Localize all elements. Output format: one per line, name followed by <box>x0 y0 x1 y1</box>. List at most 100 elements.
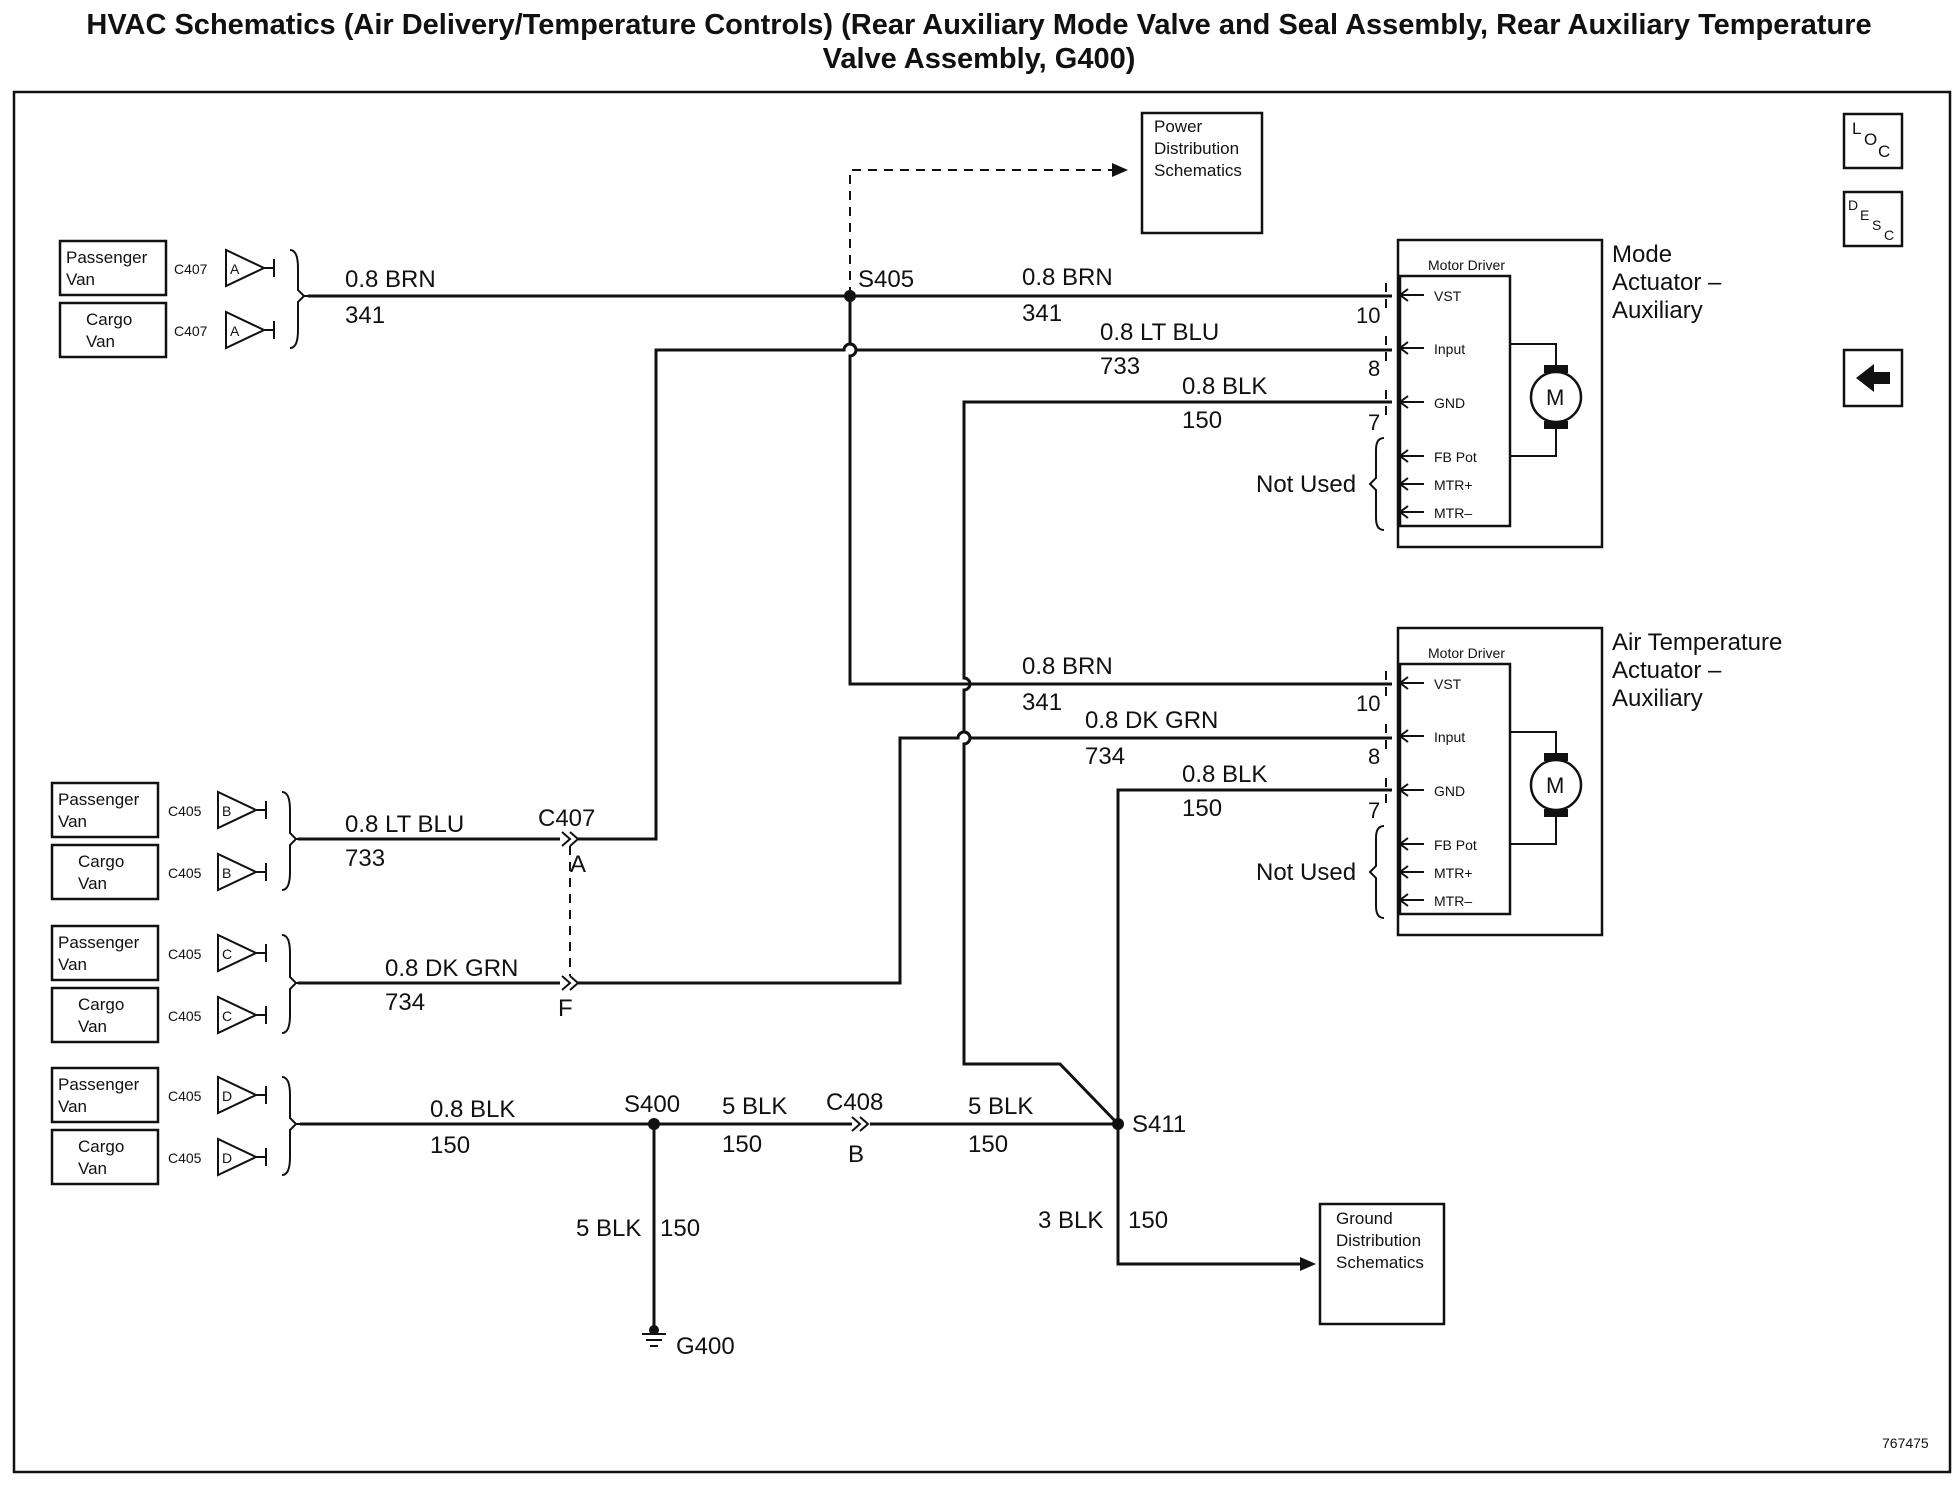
svg-text:E: E <box>1860 207 1869 223</box>
not-used-brace <box>1368 437 1385 531</box>
pin-label: Input <box>1434 729 1465 745</box>
vehicle-label: Passenger <box>58 933 140 952</box>
page-title: HVAC Schematics (Air Delivery/Temperatur… <box>0 8 1958 76</box>
diagram-frame <box>12 90 1952 1474</box>
wire-ltblu-733 <box>578 342 1392 841</box>
vehicle-box <box>50 1066 160 1124</box>
connector-pin-label: B <box>222 803 231 819</box>
vehicle-label: Van <box>58 955 87 974</box>
circuit-label: 150 <box>1182 795 1222 822</box>
motor-label: M <box>1546 385 1564 410</box>
actuator-title: Mode <box>1612 241 1672 268</box>
vehicle-label: Passenger <box>58 790 140 809</box>
actuator-title: Air Temperature <box>1612 629 1782 656</box>
svg-text:Schematics: Schematics <box>1336 1253 1424 1272</box>
ground-symbol-icon <box>642 1325 666 1347</box>
vehicle-label: Van <box>78 874 107 893</box>
wire-label: 0.8 BLK <box>1182 761 1267 788</box>
connector-pin-label: A <box>570 851 586 878</box>
wire-blk-150-mode <box>962 400 1392 1126</box>
vehicle-label: Cargo <box>78 852 124 871</box>
loc-icon[interactable]: LOC <box>1842 112 1904 170</box>
vehicle-box <box>50 843 160 901</box>
pin-label: GND <box>1434 783 1465 799</box>
pin-label: Input <box>1434 341 1465 357</box>
connector-label: C405 <box>168 865 202 881</box>
wire-label: 0.8 LT BLU <box>1100 319 1219 346</box>
wire-label: 0.8 BRN <box>1022 653 1113 680</box>
wire-label: 0.8 BRN <box>1022 264 1113 291</box>
connector-label: C405 <box>168 946 202 962</box>
circuit-label: 734 <box>385 989 425 1016</box>
connector-label: C405 <box>168 1088 202 1104</box>
connector-pin-label: D <box>222 1088 232 1104</box>
pin-label: GND <box>1434 395 1465 411</box>
connector-pin-label: A <box>230 323 240 339</box>
not-used-brace <box>1368 825 1385 919</box>
power-distribution-reference[interactable]: Power Distribution Schematics <box>1140 111 1264 235</box>
vehicle-label: Van <box>58 812 87 831</box>
connector-c407-inline: C407 A F <box>538 805 595 1022</box>
motor-driver-label: Motor Driver <box>1428 257 1505 273</box>
pin-label: MTR+ <box>1434 477 1473 493</box>
pin-label: MTR– <box>1434 505 1472 521</box>
power-reference-link <box>849 169 1120 296</box>
vehicle-label: Van <box>86 332 115 351</box>
svg-text:O: O <box>1864 130 1877 149</box>
svg-text:L: L <box>1852 119 1861 138</box>
circuit-label: 341 <box>1022 300 1062 327</box>
circuit-label: 150 <box>1182 407 1222 434</box>
actuator-title: Actuator – <box>1612 657 1722 684</box>
vehicle-label: Cargo <box>86 310 132 329</box>
connector-pin-label: B <box>222 865 231 881</box>
splice-s400-label: S400 <box>624 1091 680 1118</box>
svg-text:Distribution: Distribution <box>1154 139 1239 158</box>
actuator-title: Auxiliary <box>1612 297 1703 324</box>
wire-label: 0.8 BRN <box>345 266 436 293</box>
vehicle-label: Van <box>66 270 95 289</box>
connector-label: C405 <box>168 803 202 819</box>
circuit-label: 150 <box>968 1131 1008 1158</box>
circuit-label: 341 <box>345 302 385 329</box>
circuit-label: 734 <box>1085 743 1125 770</box>
svg-text:C: C <box>1884 227 1894 243</box>
ground-distribution-reference[interactable]: Ground Distribution Schematics <box>1318 1202 1446 1326</box>
vehicle-label: Van <box>78 1159 107 1178</box>
connector-triangle-icon <box>217 995 259 1035</box>
pin-label: VST <box>1434 288 1462 304</box>
connector-triangle-icon <box>225 310 267 350</box>
back-arrow-icon[interactable] <box>1842 348 1904 408</box>
connector-pin-label: F <box>558 995 573 1022</box>
circuit-label: 150 <box>722 1131 762 1158</box>
splice-s405-label: S405 <box>858 266 914 293</box>
title-line-1: HVAC Schematics (Air Delivery/Temperatur… <box>86 9 1872 41</box>
vehicle-label: Van <box>78 1017 107 1036</box>
pin-number: 8 <box>1368 744 1380 769</box>
connector-triangle-icon <box>217 790 259 830</box>
connector-label: C405 <box>168 1008 202 1024</box>
connector-c407-label: C407 <box>538 805 595 832</box>
pin-number: 8 <box>1368 356 1380 381</box>
connector-pin-label: B <box>848 1141 864 1168</box>
ground-g400-label: G400 <box>676 1333 735 1360</box>
figure-id: 767475 <box>1882 1435 1929 1451</box>
vehicle-box <box>58 239 168 297</box>
wire-label: 5 BLK <box>722 1093 787 1120</box>
vehicle-label: Van <box>58 1097 87 1116</box>
svg-text:Distribution: Distribution <box>1336 1231 1421 1250</box>
pin-label: FB Pot <box>1434 837 1477 853</box>
connector-triangle-icon <box>217 1075 259 1115</box>
vehicle-box <box>50 986 160 1044</box>
vehicle-box <box>50 1128 160 1186</box>
pin-number: 7 <box>1368 798 1380 823</box>
connector-triangle-icon <box>225 248 267 288</box>
vehicle-box <box>50 781 160 839</box>
pin-number: 10 <box>1356 691 1380 716</box>
splice-s411-label: S411 <box>1132 1111 1186 1138</box>
